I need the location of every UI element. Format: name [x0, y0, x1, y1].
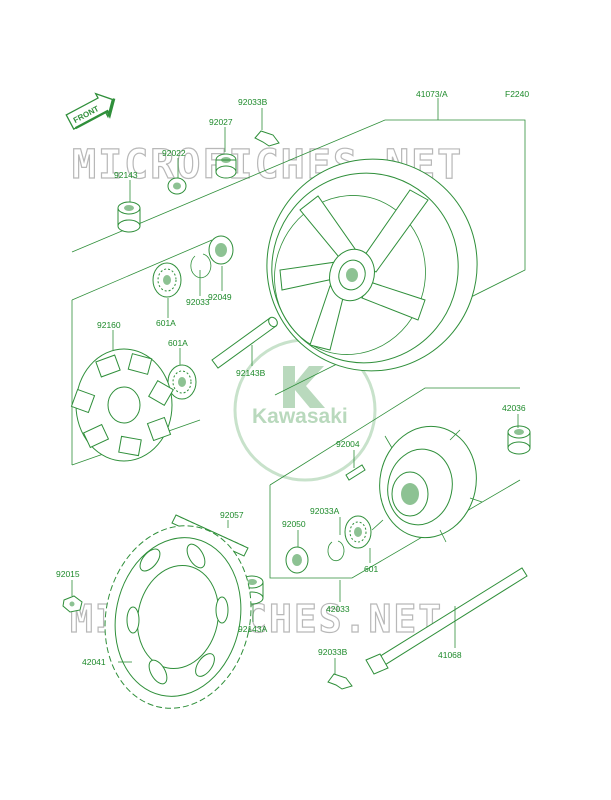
part-label: 92143B: [236, 368, 266, 378]
collar-42036: [507, 425, 531, 455]
leader-lines: [71, 98, 519, 675]
spacer-92143b: [211, 316, 278, 369]
part-labels: 41073/A 92033B 92027 92022 92143 92033 9…: [56, 89, 526, 667]
part-label: 601: [364, 564, 378, 574]
hub-assembly-outline: [269, 387, 520, 486]
clip-92033b-top: [254, 130, 280, 147]
part-label: 92033A: [310, 506, 340, 516]
nut-92015: [62, 595, 83, 613]
kawasaki-logo: Kawasaki: [233, 338, 377, 482]
oil-seal-92049: [208, 235, 234, 265]
part-label: 92027: [209, 117, 233, 127]
part-label: 92050: [282, 519, 306, 529]
part-label: 41073/A: [416, 89, 448, 99]
washer-92022: [167, 177, 187, 195]
part-label: 92033B: [238, 97, 268, 107]
part-label: 92004: [336, 439, 360, 449]
part-label: 92033B: [318, 647, 348, 657]
part-label: 92057: [220, 510, 244, 520]
bearing-601a: [167, 364, 197, 400]
rear-wheel: [266, 158, 478, 372]
part-label: 42036: [502, 403, 526, 413]
part-label: 92160: [97, 320, 121, 330]
part-label: 92049: [208, 292, 232, 302]
part-label: 41068: [438, 650, 462, 660]
axle-41068: [365, 567, 528, 675]
part-label: 601A: [156, 318, 176, 328]
part-label: 92022: [162, 148, 186, 158]
circlip-92033: [190, 253, 212, 279]
sprocket-42041: [104, 525, 252, 709]
clip-92033b-bottom: [327, 673, 353, 690]
damper-92160: [70, 348, 174, 462]
part-label: 92015: [56, 569, 80, 579]
bearing-601: [344, 515, 372, 549]
sprocket-hub: [371, 425, 483, 543]
figure-code: F2240: [505, 89, 529, 99]
logo-text: Kawasaki: [252, 405, 348, 428]
part-label: 92143: [114, 170, 138, 180]
oil-seal-92050: [285, 546, 309, 574]
part-label: 601A: [168, 338, 188, 348]
circlip-92033a: [327, 540, 345, 562]
part-label: 92143A: [238, 624, 268, 634]
stud-92004: [345, 464, 366, 481]
bearing-601a-top: [152, 262, 182, 298]
part-label: 92033: [186, 297, 210, 307]
part-label: 42033: [326, 604, 350, 614]
collar-92143: [117, 201, 141, 233]
part-label: 42041: [82, 657, 106, 667]
front-arrow-icon: FRONT: [65, 92, 116, 130]
collar-92027: [215, 153, 237, 179]
